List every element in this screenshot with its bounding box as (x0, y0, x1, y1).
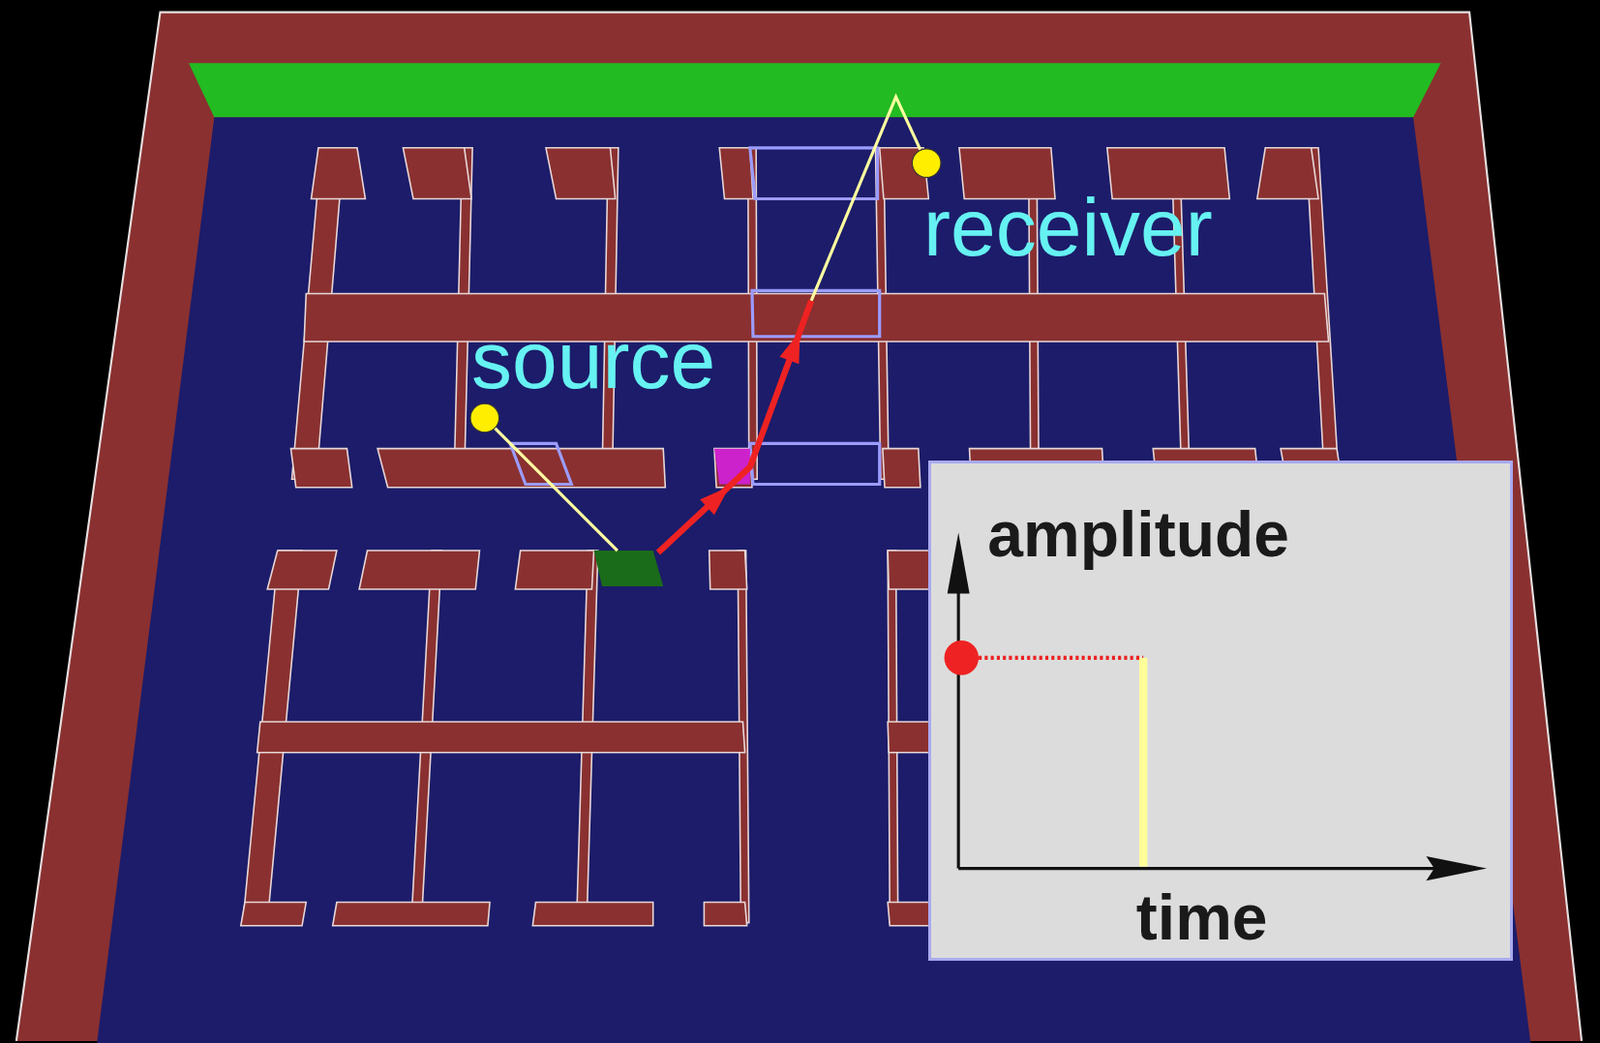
upper-walls-part (882, 449, 921, 488)
y-axis (957, 565, 961, 869)
lower-walls-part (359, 550, 480, 590)
upper-walls-part (311, 148, 366, 200)
lower-walls-part (709, 550, 748, 590)
building-shell (16, 12, 1582, 1043)
chart-panel: amplitude time (928, 460, 1513, 962)
upper-walls (290, 148, 1343, 488)
lower-walls-part (887, 550, 931, 590)
portals-part (752, 290, 880, 336)
building-shell-part (188, 62, 1442, 118)
endpoint-dots (470, 149, 941, 433)
lower-walls-part (241, 903, 306, 927)
axis-arrowhead (947, 533, 970, 595)
upper-walls-part (303, 293, 1329, 342)
upper-walls-part (545, 148, 616, 200)
sound-path-part (699, 486, 730, 516)
lower-walls-part (514, 550, 594, 590)
impulse-bar (1139, 658, 1148, 868)
axis-title: time (1136, 885, 1268, 950)
endpoint-dots-part (470, 403, 500, 433)
lower-walls-part (257, 722, 746, 754)
lower-walls-part (332, 903, 490, 927)
amplitude-dot (944, 640, 979, 676)
portals-part (750, 148, 878, 200)
upper-walls-part (719, 148, 754, 200)
endpoint-label: source (471, 319, 716, 401)
amplitude-guide (978, 656, 1144, 661)
upper-walls-part (1257, 148, 1319, 200)
axis-title: amplitude (987, 502, 1290, 567)
endpoint-dots-part (911, 149, 941, 179)
portals-part (750, 443, 880, 484)
x-axis (959, 867, 1448, 871)
lower-walls-part (887, 722, 931, 754)
sound-path-part (811, 96, 927, 302)
endpoint-label: receiver (923, 186, 1213, 269)
building-shell-part (96, 117, 1531, 1043)
sound-path-part (779, 331, 800, 364)
lower-walls-part (532, 903, 653, 927)
upper-walls-part (290, 449, 352, 488)
lower-walls (241, 550, 932, 927)
lower-walls-part (887, 903, 931, 927)
axis-arrowhead (1426, 856, 1488, 881)
portals-part (594, 550, 665, 587)
lower-walls-part (267, 550, 337, 590)
sound-path-part (484, 418, 618, 551)
portals-part (714, 449, 751, 485)
lower-walls-part (703, 903, 747, 927)
upper-walls-part (402, 148, 472, 200)
portals-part (510, 443, 572, 484)
